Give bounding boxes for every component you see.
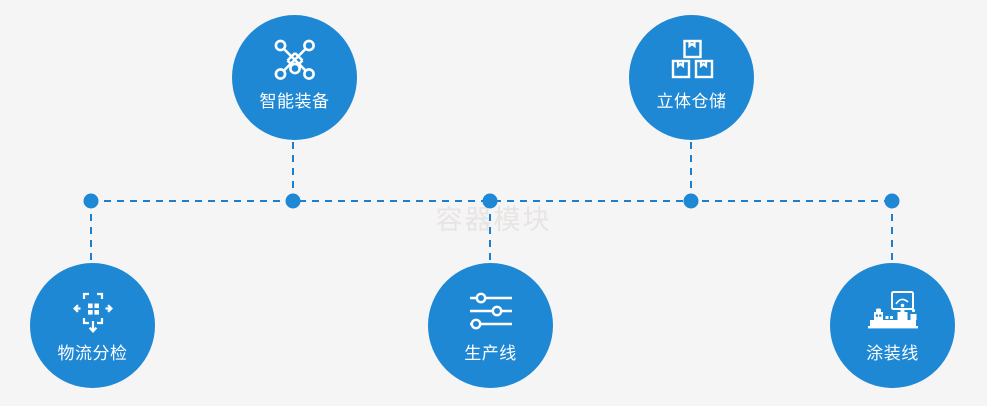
node-logistics-sorting[interactable]: 物流分检 — [30, 263, 155, 388]
logistics-sorting-icon — [67, 289, 119, 335]
sliders-icon — [466, 289, 516, 335]
painting-line-machine-icon — [866, 289, 920, 335]
junction-dot-logistics-sorting — [83, 193, 99, 209]
node-label: 物流分检 — [57, 344, 128, 364]
stacked-boxes-icon — [668, 37, 716, 83]
smart-equipment-network-icon — [272, 37, 318, 83]
node-label: 生产线 — [464, 344, 517, 364]
node-label: 智能装备 — [259, 92, 330, 112]
node-smart-equipment[interactable]: 智能装备 — [232, 15, 357, 140]
junction-dot-smart-equipment — [285, 193, 301, 209]
node-label: 立体仓储 — [656, 92, 727, 112]
node-painting-line[interactable]: 涂装线 — [830, 263, 955, 388]
node-label: 涂装线 — [866, 344, 919, 364]
node-stereo-warehouse[interactable]: 立体仓储 — [629, 15, 754, 140]
junction-dot-painting-line — [884, 193, 900, 209]
node-production-line[interactable]: 生产线 — [428, 263, 553, 388]
junction-dot-stereo-warehouse — [683, 193, 699, 209]
junction-dot-production-line — [482, 193, 498, 209]
